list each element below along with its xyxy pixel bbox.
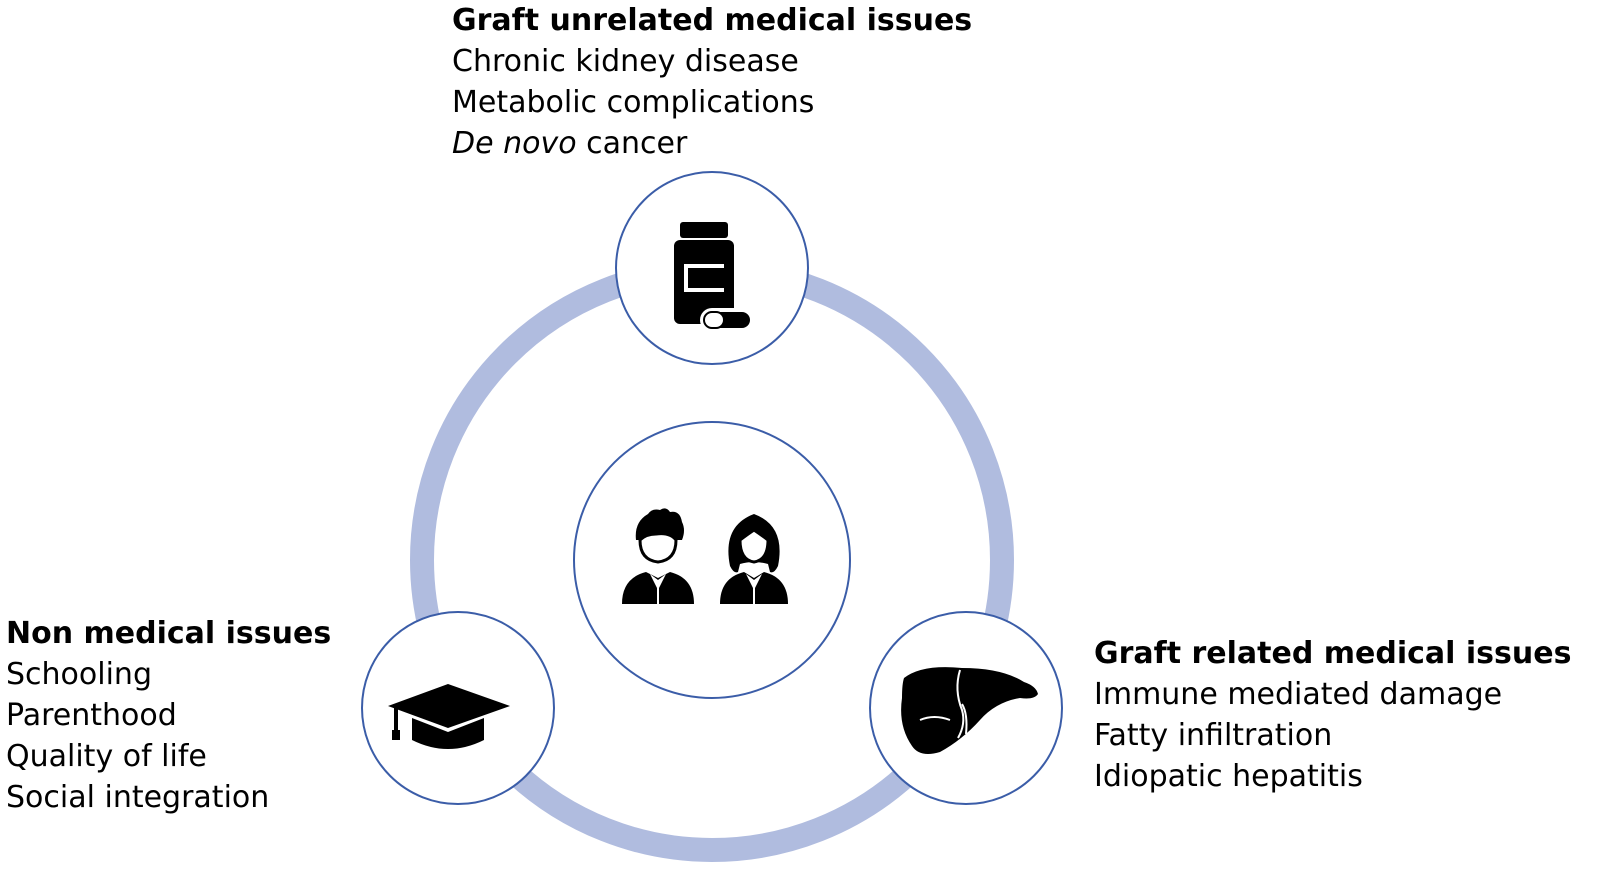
boy-and-girl-icon <box>622 508 788 604</box>
graft-unrelated-block: Graft unrelated medical issues Chronic k… <box>452 0 972 164</box>
graft-unrelated-item-1: Chronic kidney disease <box>452 44 799 79</box>
graft-related-item-2: Fatty infiltration <box>1094 718 1333 753</box>
right-node <box>869 611 1063 805</box>
center-node <box>573 421 851 699</box>
graduation-cap-icon <box>388 684 510 749</box>
graft-unrelated-item-2: Metabolic complications <box>452 85 815 120</box>
graft-related-heading: Graft related medical issues <box>1094 636 1572 671</box>
graft-related-item-3: Idiopatic hepatitis <box>1094 759 1363 794</box>
graft-unrelated-heading: Graft unrelated medical issues <box>452 3 973 38</box>
graft-unrelated-item-3: De novo cancer <box>452 123 972 164</box>
graft-related-block: Graft related medical issues Immune medi… <box>1094 633 1571 797</box>
non-medical-item-2: Parenthood <box>6 698 177 733</box>
non-medical-item-3: Quality of life <box>6 739 207 774</box>
non-medical-block: Non medical issues Schooling Parenthood … <box>6 613 331 818</box>
non-medical-item-4: Social integration <box>6 780 270 815</box>
girl-icon <box>720 514 788 604</box>
top-node <box>615 171 809 365</box>
boy-icon <box>622 508 694 604</box>
left-node <box>361 611 555 805</box>
graft-related-item-1: Immune mediated damage <box>1094 677 1503 712</box>
medicine-bottle-pill-icon <box>674 222 754 332</box>
non-medical-heading: Non medical issues <box>6 616 332 651</box>
liver-icon <box>901 667 1038 754</box>
cancer-text: cancer <box>576 126 688 161</box>
non-medical-item-1: Schooling <box>6 657 152 692</box>
de-novo-italic: De novo <box>452 126 577 161</box>
